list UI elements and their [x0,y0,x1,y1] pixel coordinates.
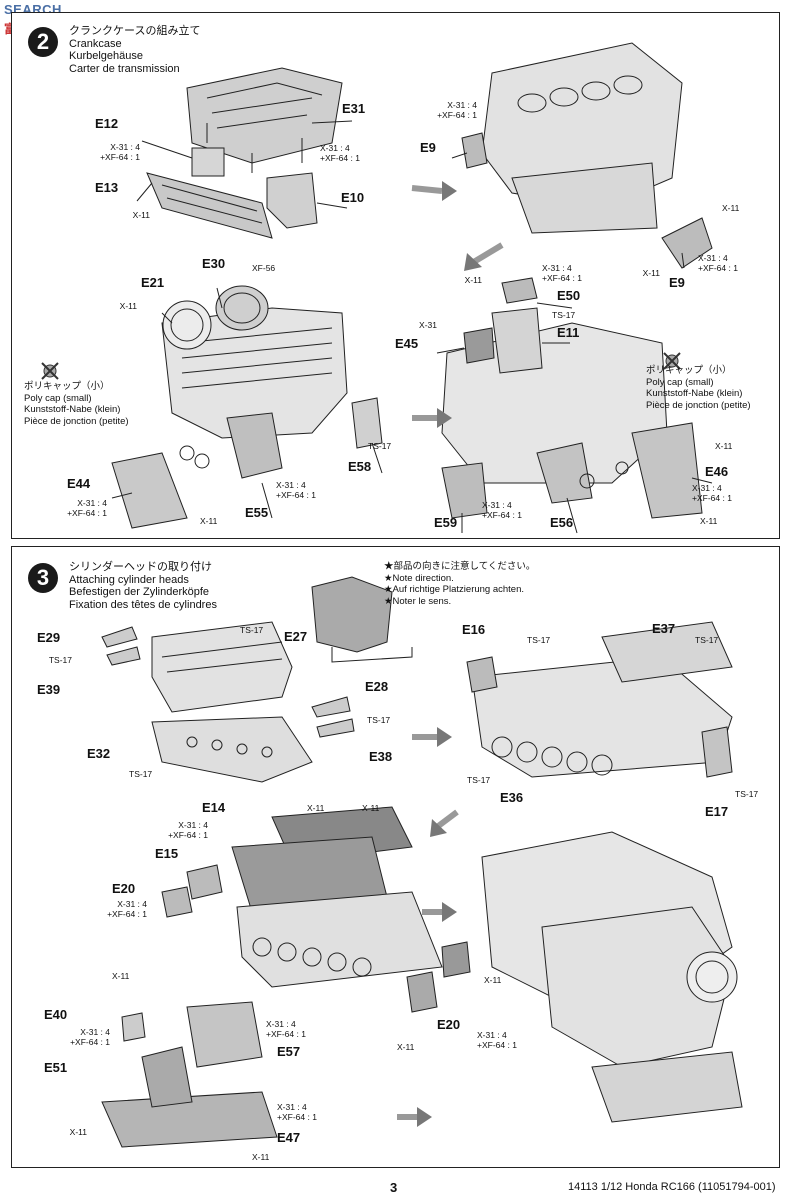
title-de: Kurbelgehäuse [69,50,144,62]
part-label: E51 [44,1060,68,1075]
paint-code: X-11 [252,1152,270,1162]
part-label: E9 [420,140,436,155]
part-label: E46 [705,464,729,479]
part-label: E13 [95,180,119,195]
part-label: E45 [395,336,419,351]
paint-code: X-11 [307,803,325,813]
paint-code: X-31 : 4+XF-64 : 1 [698,253,738,273]
part-label: E59 [434,515,458,530]
step-3-panel: 3 シリンダーヘッドの取り付け Attaching cylinder heads… [11,546,780,1168]
direction-note: ★部品の向きに注意してください。★Note direction.★Auf ric… [384,561,536,607]
paint-code: X-31 : 4+XF-64 : 1 [70,1027,110,1047]
paint-code: X-31 : 4+XF-64 : 1 [266,1019,306,1039]
step-2-panel: 2 クランクケースの組み立て Crankcase Kurbelgehäuse C… [11,12,780,539]
paint-code: X-31 : 4+XF-64 : 1 [542,263,582,283]
paint-code: TS-17 [48,655,72,665]
part-label: E30 [202,256,226,271]
part-label: E17 [705,804,729,819]
paint-code: X-11 [722,203,740,213]
paint-code: X-11 [200,516,218,526]
part-label: E32 [87,746,111,761]
paint-code: TS-17 [527,635,551,645]
part-label: E27 [284,629,308,644]
paint-code: X-31 : 4+XF-64 : 1 [276,480,316,500]
paint-code: X-31 [419,320,437,330]
paint-code: TS-17 [368,441,392,451]
part-label: E21 [141,275,165,290]
part-label: E58 [348,459,372,474]
paint-code: TS-17 [467,775,491,785]
title-en: Crankcase [69,37,122,50]
part-label: E10 [341,190,365,205]
paint-code: X-31 : 4+XF-64 : 1 [67,498,107,518]
part-label: E40 [44,1007,68,1022]
paint-code: X-11 [362,803,380,813]
part-label: E9 [669,275,685,290]
paint-code: X-31 : 4+XF-64 : 1 [277,1102,317,1122]
paint-code: X-31 : 4+XF-64 : 1 [168,820,208,840]
crankcase-illustration [41,42,713,534]
paint-code: X-31 : 4+XF-64 : 1 [477,1030,517,1050]
part-label: E12 [95,116,119,131]
part-label: E15 [155,846,179,861]
part-label: E39 [37,682,61,697]
part-label: E44 [67,476,91,491]
cylinder-head-illustration [101,576,743,1148]
part-label: E36 [500,790,524,805]
paint-code: X-31 : 4+XF-64 : 1 [100,142,140,162]
paint-code: X-11 [112,971,130,981]
paint-code: X-31 : 4+XF-64 : 1 [320,143,360,163]
paint-code: X-11 [642,268,660,278]
part-label: E37 [652,621,676,636]
kit-code: 14113 1/12 Honda RC166 (11051794-001) [568,1181,776,1193]
step-2-title: クランクケースの組み立て Crankcase Kurbelgehäuse Car… [69,25,200,75]
title-en: Attaching cylinder heads [69,573,189,586]
part-label: E29 [37,630,61,645]
title-fr: Carter de transmission [69,62,180,75]
part-label: E57 [277,1044,301,1059]
paint-code: X-11 [700,516,718,526]
paint-code: TS-17 [240,625,264,635]
page-number: 3 [390,1180,398,1195]
part-label: E11 [557,325,580,340]
paint-code: X-31 : 4+XF-64 : 1 [692,483,732,503]
part-label: E20 [437,1017,461,1032]
paint-code: X-31 : 4+XF-64 : 1 [107,899,147,919]
paint-code: X-11 [715,441,733,451]
polycap-note-left: ポリキャップ（小）Poly cap (small)Kunststoff-Nabe… [24,381,129,427]
part-label: E20 [112,881,136,896]
paint-code: X-31 : 4+XF-64 : 1 [437,100,477,120]
paint-code: X-11 [464,275,482,285]
paint-code: X-11 [132,210,150,220]
paint-code: XF-56 [252,263,276,273]
step-2-number: 2 [28,27,58,57]
title-ja: シリンダーヘッドの取り付け [69,561,212,573]
paint-code: X-31 : 4+XF-64 : 1 [482,500,522,520]
paint-code: TS-17 [367,715,391,725]
paint-code: X-11 [397,1042,415,1052]
part-label: E31 [342,101,366,116]
part-label: E55 [245,505,269,520]
part-label: E47 [277,1130,301,1145]
paint-code: X-11 [119,301,137,311]
step-3-number: 3 [28,563,58,593]
paint-code: TS-17 [695,635,719,645]
part-label: E50 [557,288,581,303]
part-label: E56 [550,515,574,530]
title-fr: Fixation des têtes de cylindres [69,598,217,611]
title-ja: クランクケースの組み立て [69,25,201,37]
paint-code: TS-17 [552,310,576,320]
polycap-note-right: ポリキャップ（小）Poly cap (small)Kunststoff-Nabe… [646,365,751,411]
title-de: Befestigen der Zylinderköpfe [69,586,210,598]
step-3-title: シリンダーヘッドの取り付け Attaching cylinder heads B… [69,561,217,611]
part-label: E38 [369,749,393,764]
paint-code: TS-17 [129,769,153,779]
paint-code: TS-17 [735,789,759,799]
paint-code: X-11 [484,975,502,985]
part-label: E16 [462,622,486,637]
part-label: E14 [202,800,226,815]
part-label: E28 [365,679,389,694]
paint-code: X-11 [69,1127,87,1137]
